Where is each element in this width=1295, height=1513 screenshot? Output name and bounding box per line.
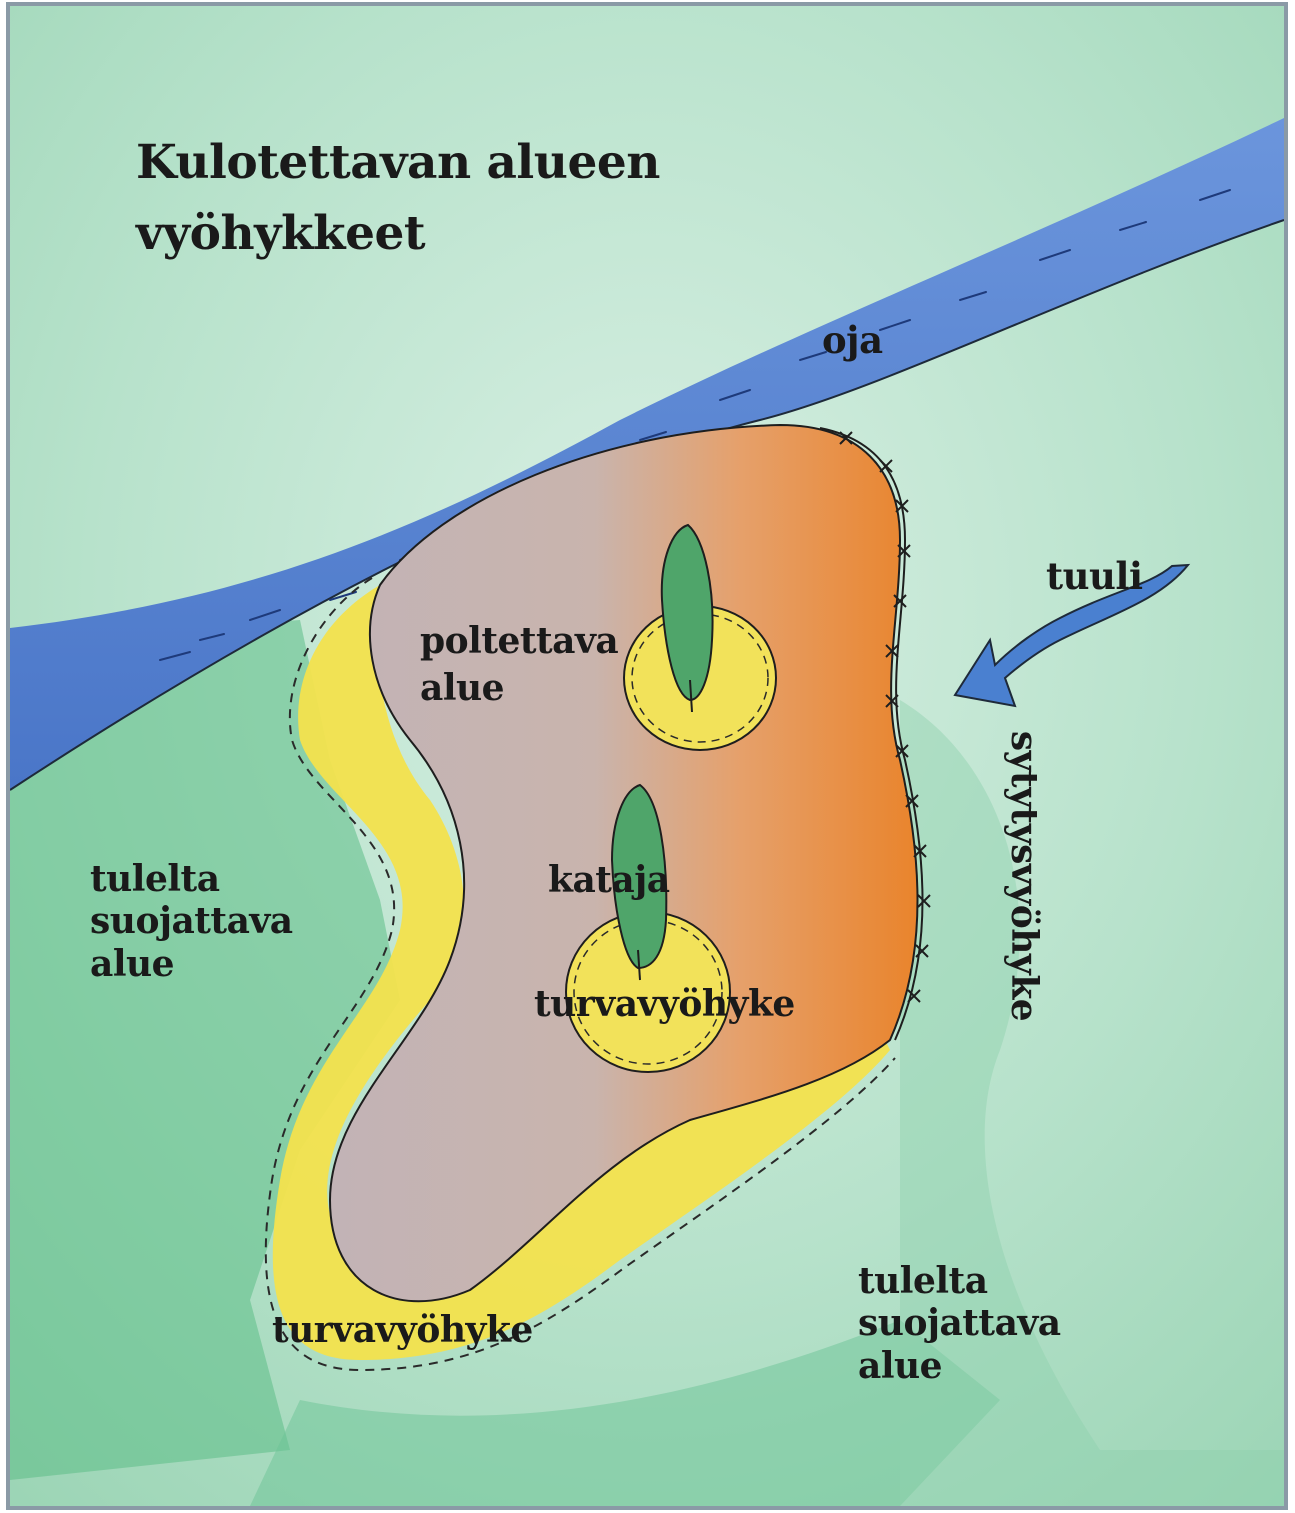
protected-left-line-2: suojattava [90,900,293,942]
protected-right-line-3: alue [858,1345,1061,1387]
protected-right-line-1: tulelta [858,1260,1061,1302]
wind-label: tuuli [1046,556,1143,597]
inner-safety-zone-label: turvavyöhyke [534,984,795,1024]
protected-right-line-2: suojattava [858,1302,1061,1344]
outer-safety-zone-label: turvavyöhyke [272,1310,533,1350]
burn-area-label-line-2: alue [420,665,618,712]
juniper-label: kataja [548,860,670,900]
protected-area-right-label: tulelta suojattava alue [858,1260,1061,1387]
title-line-1: Kulotettavan alueen [136,128,660,199]
diagram-title: Kulotettavan alueen vyöhykkeet [136,128,660,269]
title-line-2: vyöhykkeet [136,199,660,270]
protected-left-line-3: alue [90,943,293,985]
burn-area-label-line-1: poltettava [420,618,618,665]
protected-area-left-label: tulelta suojattava alue [90,858,293,985]
burn-area-label: poltettava alue [420,618,618,712]
ignition-zone-label: sytytysvyöhyke [1004,731,1044,1021]
ditch-label: oja [822,320,883,361]
protected-left-line-1: tulelta [90,858,293,900]
